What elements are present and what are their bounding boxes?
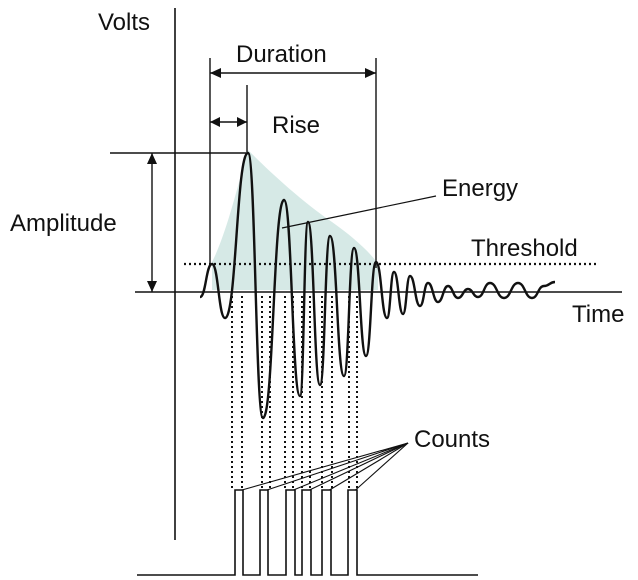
counts-leader-line — [329, 442, 409, 491]
counts-leader-line — [293, 442, 409, 491]
counts-leader-line — [266, 442, 409, 491]
duration-label: Duration — [236, 41, 327, 68]
amplitude-label: Amplitude — [10, 210, 117, 237]
counts-leader-line — [241, 442, 409, 491]
volts-label: Volts — [98, 9, 150, 36]
counts-leader-line — [355, 442, 409, 491]
threshold-label: Threshold — [471, 235, 578, 262]
rise-label: Rise — [272, 112, 320, 139]
count-pulses — [137, 489, 478, 576]
counts-leader-line — [309, 442, 409, 491]
counts-label: Counts — [414, 426, 490, 453]
counts-leader-lines — [241, 442, 409, 491]
waveform — [199, 151, 556, 420]
rise-arrowhead-right — [237, 117, 247, 127]
amplitude-arrowhead-bottom — [147, 281, 157, 292]
amplitude-arrowhead-top — [147, 153, 157, 164]
rise-arrowhead-left — [210, 117, 220, 127]
count-drop-lines — [231, 296, 358, 488]
time-label: Time — [572, 301, 624, 328]
energy-label: Energy — [442, 175, 518, 202]
duration-arrowhead-left — [210, 68, 221, 78]
duration-arrowhead-right — [365, 68, 376, 78]
